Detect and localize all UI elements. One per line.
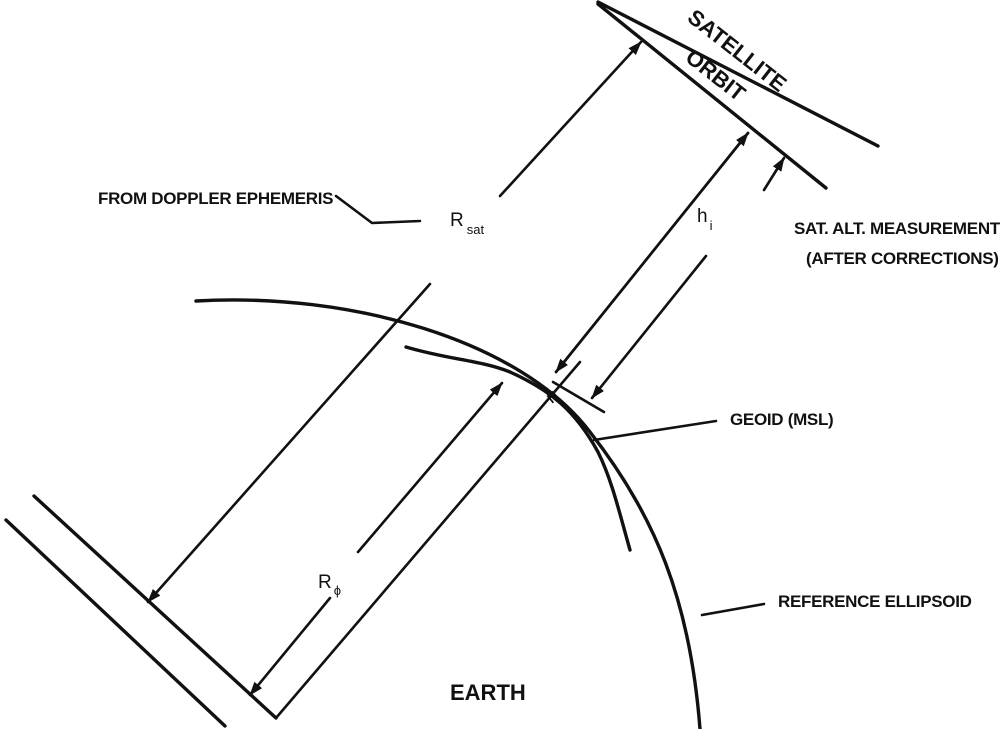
orbit-to-geoid-arrow-down (554, 131, 750, 374)
ellipsoid-leader-line (700, 602, 766, 617)
h-i-tick (551, 380, 606, 414)
doppler-leader-line (334, 194, 422, 225)
geoid-leader-line (592, 419, 718, 442)
sat-alt-label-line2: (AFTER CORRECTIONS) (806, 249, 999, 268)
r-sat-arrow-lower (146, 282, 432, 604)
sat-alt-arrow (762, 156, 786, 192)
earth-ground-line-1 (32, 494, 278, 720)
r-sat-arrow-upper (498, 40, 643, 198)
r-phi-arrow-lower (248, 596, 332, 697)
earth-label: EARTH (450, 680, 526, 705)
earth-ground-line-2 (4, 518, 227, 728)
radial-line (274, 360, 582, 720)
from-doppler-label: FROM DOPPLER EPHEMERIS (98, 189, 333, 208)
r-phi-arrow-upper (356, 381, 504, 554)
h-i-arrow-lower (590, 254, 708, 400)
geoid-curve (404, 345, 632, 552)
orbit-line-inner (596, 2, 828, 190)
sat-alt-label-line1: SAT. ALT. MEASUREMENT (794, 219, 1000, 238)
orbit-line-outer (596, 0, 880, 148)
reference-ellipsoid-label: REFERENCE ELLIPSOID (778, 592, 972, 611)
reference-ellipsoid-curve (194, 298, 702, 729)
geoid-label: GEOID (MSL) (730, 410, 833, 429)
